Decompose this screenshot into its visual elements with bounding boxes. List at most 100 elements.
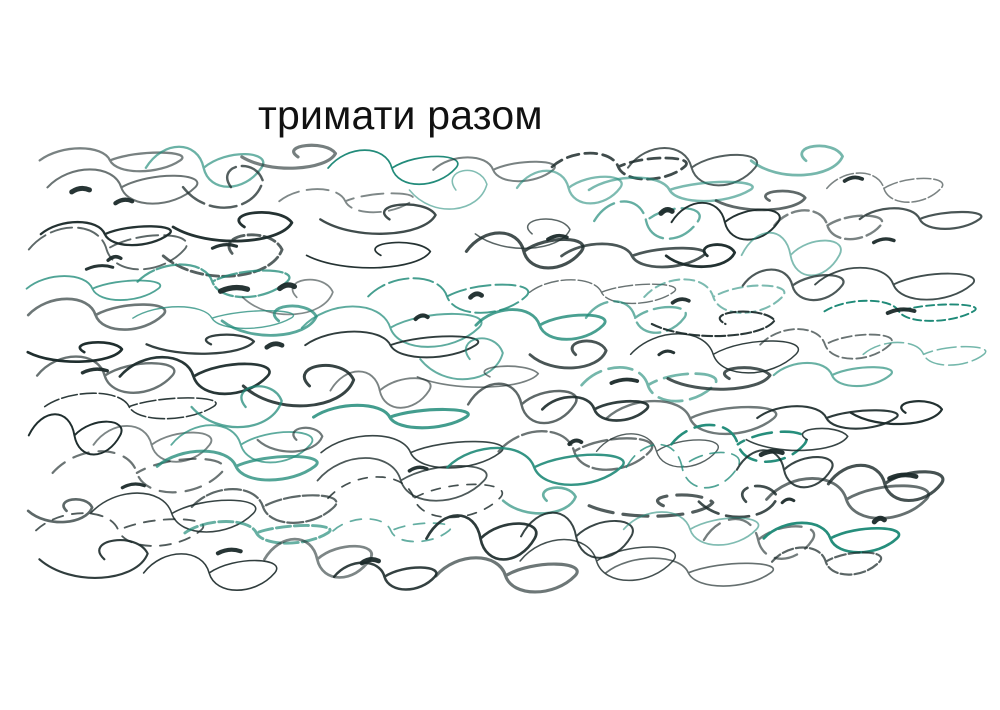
ink-stroke [69,185,92,195]
ink-stroke [871,237,896,245]
ink-stroke [519,538,677,581]
ink-stroke [106,254,123,263]
ink-stroke [241,364,356,408]
ink-stroke [144,145,265,188]
ink-stroke [887,472,919,481]
ink-stroke [605,557,775,587]
ink-stroke [826,463,945,503]
ink-stroke [546,233,569,242]
ink-stroke [770,546,883,576]
ink-stroke [215,547,243,556]
ink-stroke [759,328,893,360]
ink-stroke [758,448,785,458]
ink-stroke [609,377,640,385]
ink-stroke [650,310,776,338]
ink-stroke [359,557,381,566]
ink-stroke [329,370,432,409]
ink-stroke [515,169,623,205]
ink-stroke [217,284,251,294]
ink-stroke [89,492,257,533]
ink-stroke [27,226,188,271]
ink-stroke [466,382,578,425]
ink-stroke [26,497,94,524]
ink-stroke [587,176,754,203]
ink-stroke [27,413,123,456]
ink-stroke [39,221,172,247]
ink-stroke [38,539,149,579]
ink-stroke [657,349,676,357]
ink-stroke [425,514,538,561]
ink-stroke [161,233,284,278]
ink-stroke [46,168,199,205]
ink-stroke [540,395,650,422]
ink-stroke [670,297,691,305]
ink-stroke [468,291,484,300]
ink-stroke [118,355,271,396]
ink-stroke [567,438,584,447]
ink-stroke [702,517,816,560]
ink-stroke [35,512,205,547]
ink-stroke [171,211,294,243]
ink-stroke [132,306,295,330]
ink-stroke [670,423,808,464]
ink-stroke [858,207,983,230]
ink-stroke [666,366,772,391]
ink-stroke [327,149,459,186]
ink-stroke [277,282,298,292]
ink-stroke [26,297,167,331]
ink-stroke [80,367,109,375]
ink-stroke [43,392,217,420]
ink-stroke [780,497,796,505]
ink-stroke [413,313,430,322]
ink-stroke [181,164,265,209]
ink-stroke [300,305,483,348]
ink-stroke [842,175,865,183]
ink-stroke [670,201,781,241]
ink-stroke [580,366,718,403]
ink-stroke [773,209,884,241]
ink-stroke [528,339,608,370]
ink-stroke [190,385,283,429]
ink-stroke [474,308,607,341]
ink-stroke [256,426,324,453]
ink-stroke [113,197,135,206]
ink-stroke [170,424,314,464]
ink-stroke [278,188,415,214]
ink-stroke [142,553,278,591]
ink-stroke [416,365,540,388]
ink-stroke [464,231,585,270]
ink-stroke [735,449,834,489]
ink-stroke [408,169,488,210]
ink-stroke [434,556,579,594]
ink-stroke [264,341,285,350]
ink-stroke [849,400,944,426]
ink-stroke [664,243,737,268]
ink-stroke [745,427,849,452]
ink-stroke [190,488,338,524]
ink-stroke [51,450,225,494]
ink-stroke [885,307,917,315]
ink-stroke [587,493,715,518]
ink-stroke [605,399,778,436]
ink-stroke [320,435,504,469]
ink-stroke [407,465,429,473]
ink-stroke [560,242,707,269]
ink-stroke [183,520,332,545]
ink-stroke [26,340,124,364]
ink-stroke [826,172,944,203]
ink-stroke [312,403,470,430]
ink-stroke [84,264,115,271]
ink-stroke [814,266,975,301]
ink-stroke [210,243,239,250]
ink-stroke [145,333,256,355]
ink-stroke [823,299,977,322]
ink-stroke [136,263,291,299]
ink-stroke [658,207,675,216]
ink-stroke [749,144,844,177]
ink-stroke [593,200,701,240]
ink-stroke [92,424,213,463]
ink-stroke [367,277,530,314]
ink-stroke [627,146,759,187]
ink-stroke [697,484,779,519]
ink-stroke [240,143,338,170]
